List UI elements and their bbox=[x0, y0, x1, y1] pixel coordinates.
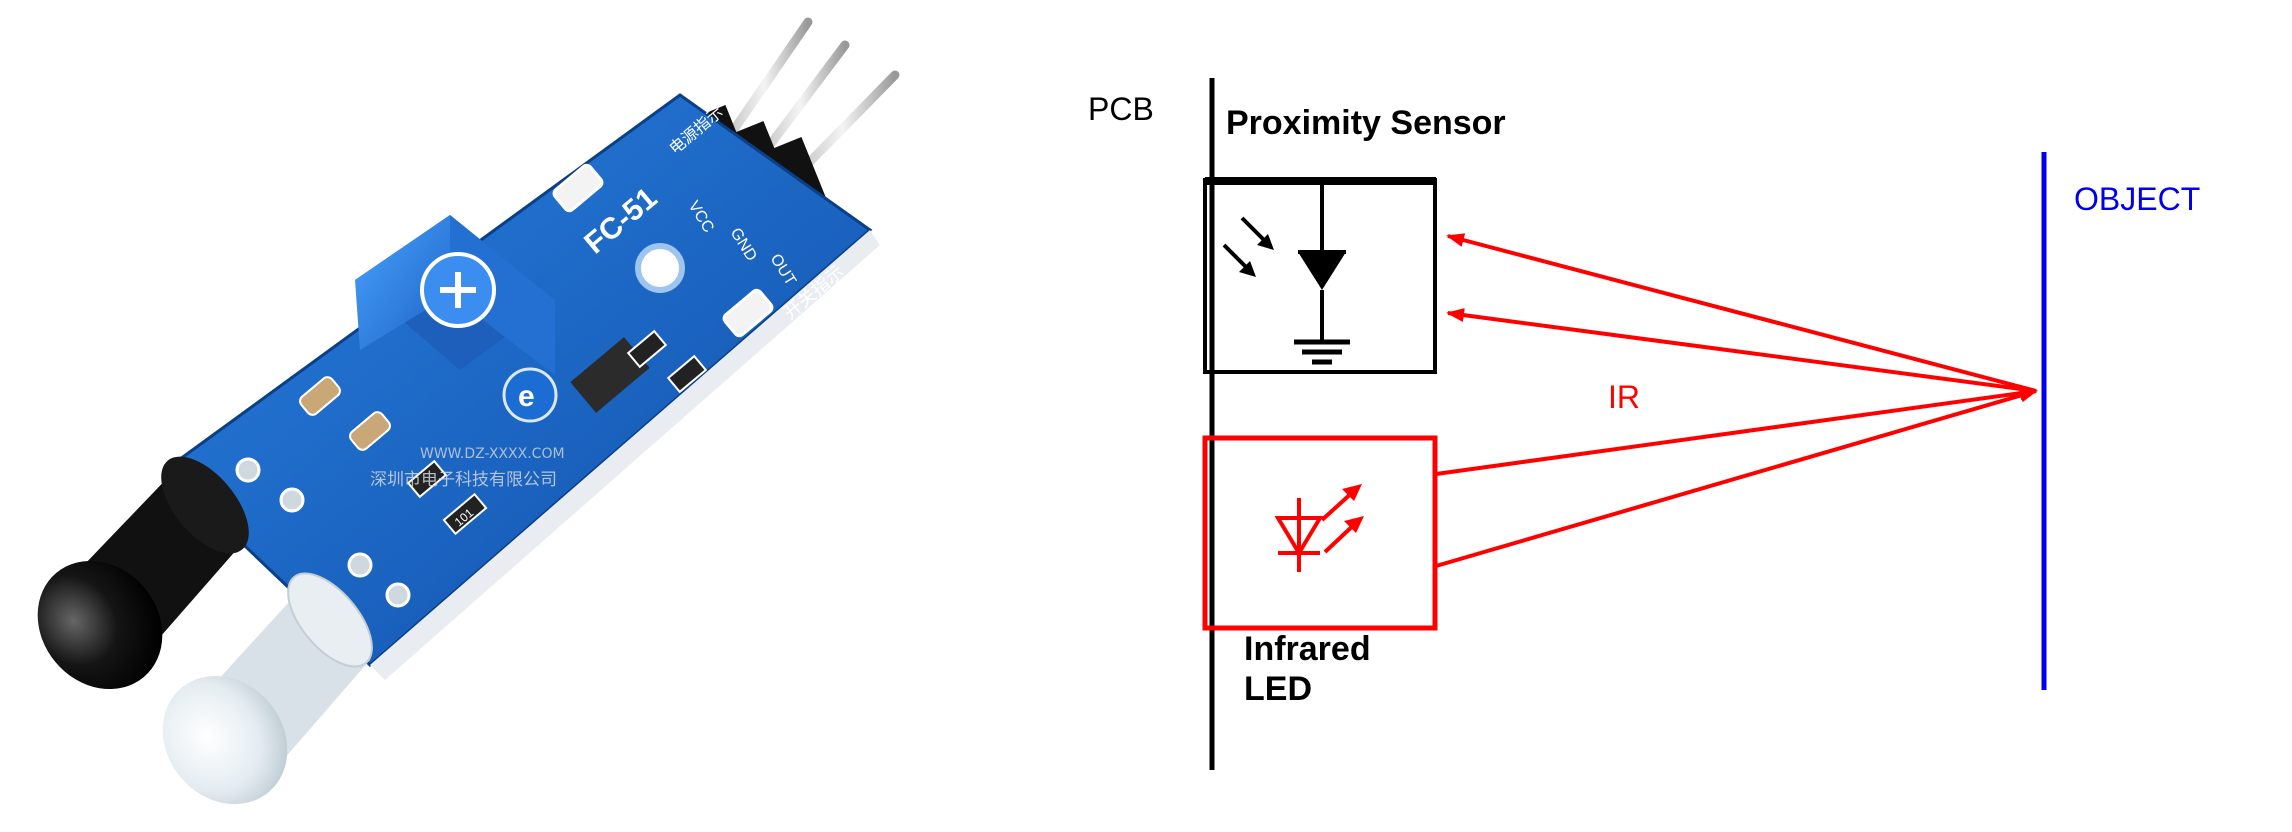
watermark-line-1: 深圳市电子科技有限公司 bbox=[370, 470, 557, 490]
sensor-label: Proximity Sensor bbox=[1226, 104, 1506, 142]
led-label-line2: LED bbox=[1244, 670, 1312, 708]
object-label: OBJECT bbox=[2074, 181, 2200, 217]
potentiometer bbox=[355, 215, 555, 375]
ir-label: IR bbox=[1608, 379, 1640, 415]
pcb-label: PCB bbox=[1088, 91, 1154, 127]
ir-emitter-led bbox=[162, 572, 373, 805]
watermark: e 深圳市电子科技有限公司 WWW.DZ-XXXX.COM bbox=[370, 367, 565, 490]
solder-pads bbox=[235, 457, 411, 608]
ir-ray-reflect-upper bbox=[1446, 233, 2037, 393]
photodiode-icon bbox=[1222, 183, 1350, 365]
proximity-diagram: PCB Proximity Sensor bbox=[1088, 78, 2200, 770]
watermark-line-2: WWW.DZ-XXXX.COM bbox=[420, 446, 565, 462]
led-label-line1: Infrared bbox=[1244, 630, 1371, 668]
ir-ray-reflect-lower bbox=[1446, 308, 2037, 393]
sensor-module-photo: FC-51 OUT GND VCC 开关指示 电源指示 101 bbox=[37, 17, 900, 805]
ir-receiver-led bbox=[37, 456, 249, 690]
mounting-hole bbox=[635, 243, 685, 293]
ir-led-box bbox=[1202, 435, 1438, 631]
ir-ray-emit-lower bbox=[1435, 388, 2038, 568]
switch-led bbox=[722, 288, 774, 338]
power-led bbox=[552, 163, 604, 213]
svg-text:e: e bbox=[518, 380, 535, 413]
ir-led-icon bbox=[1274, 484, 1364, 572]
ir-ray-emit-upper bbox=[1435, 386, 2038, 476]
ir-rays bbox=[1435, 233, 2038, 568]
